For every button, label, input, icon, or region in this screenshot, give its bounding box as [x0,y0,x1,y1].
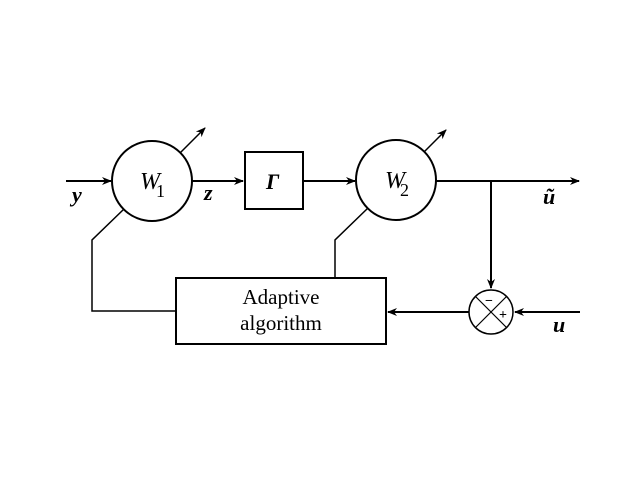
w2-subscript: 2 [400,180,409,200]
signal-u-label: u [553,312,565,337]
signal-y-label: y [69,182,82,207]
summing-junction [468,289,514,335]
w1-subscript: 1 [156,181,165,201]
adaptive-to-w1-line [91,208,176,312]
w2-label: W [385,168,407,194]
sum-plus-sign: + [499,308,507,323]
signal-z-label: z [203,180,213,205]
gamma-label: Γ [265,169,280,194]
w1-adjust-arrow [179,127,206,154]
signal-u-tilde-label: ũ [543,184,555,209]
adaptive-label-line2: algorithm [240,311,322,335]
sum-minus-sign: − [485,294,493,309]
w1-label: W [140,169,162,195]
adaptive-to-w2-line [334,207,369,278]
adaptive-label-line1: Adaptive [243,285,320,309]
w2-adjust-arrow [423,129,447,153]
